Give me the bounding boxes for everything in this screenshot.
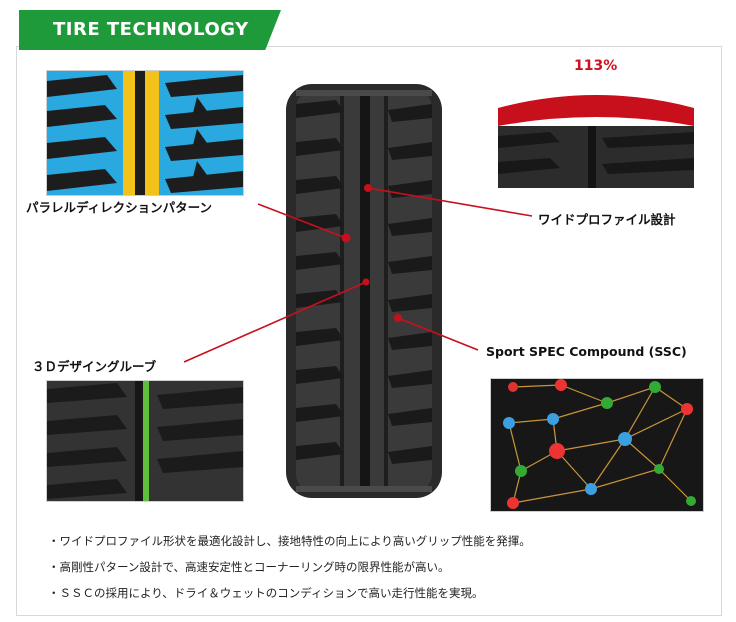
label-3d-groove: ３Ｄデザイングルーブ — [32, 359, 157, 374]
tread-pattern-closeup-image — [46, 70, 244, 196]
profile-percent: 113% — [574, 58, 618, 74]
groove-closeup-image — [46, 380, 244, 502]
section-banner: TIRE TECHNOLOGY — [19, 10, 281, 50]
label-compound: Sport SPEC Compound (SSC) — [486, 344, 687, 359]
bullet-item: ・高剛性パターン設計で、高速安定性とコーナーリング時の限界性能が高い。 — [48, 560, 450, 574]
bullet-item: ・ＳＳＣの採用により、ドライ＆ウェットのコンディションで高い走行性能を実現。 — [48, 586, 484, 600]
feature-bullet-list: ・ワイドプロファイル形状を最適化設計し、接地特性の向上により高いグリップ性能を発… — [48, 528, 698, 606]
label-parallel-direction: パラレルディレクションパターン — [26, 200, 213, 215]
compound-network-image — [490, 378, 704, 512]
tire-tread-image — [284, 84, 444, 498]
wide-profile-image — [490, 78, 702, 190]
label-wide-profile: ワイドプロファイル設計 — [538, 212, 676, 227]
bullet-item: ・ワイドプロファイル形状を最適化設計し、接地特性の向上により高いグリップ性能を発… — [48, 534, 531, 548]
